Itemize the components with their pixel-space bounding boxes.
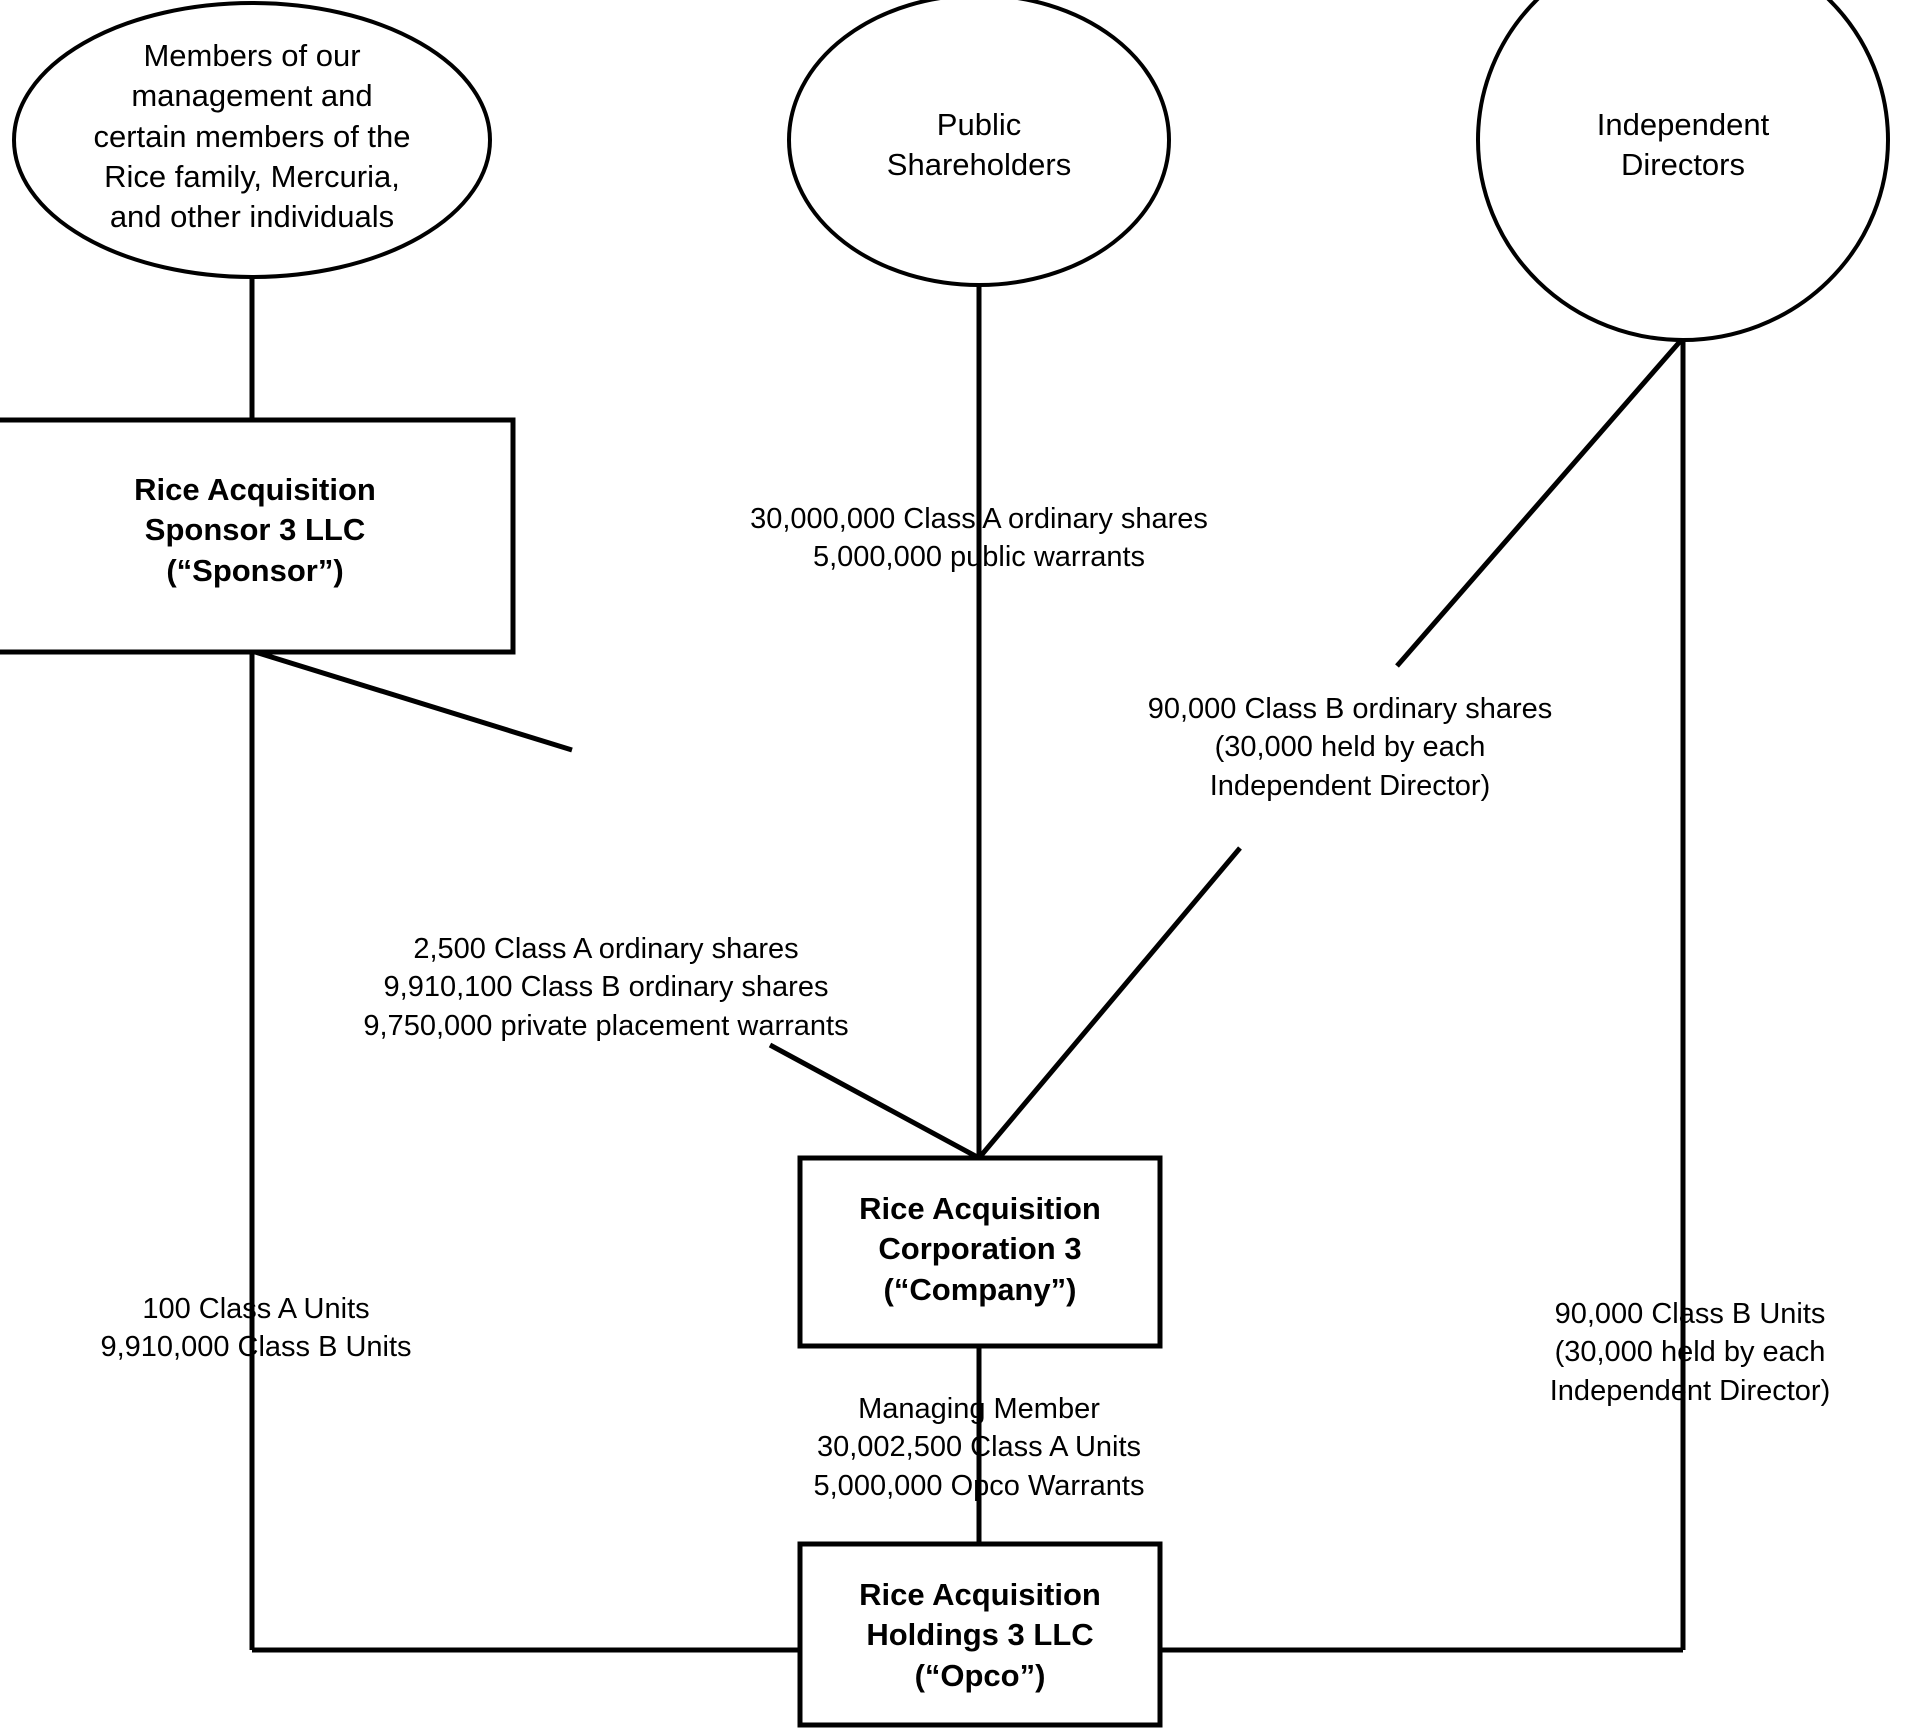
edge-directors-to-company-diagonal-lower [977,846,1242,1160]
node-sponsor-box [0,417,516,655]
node-management-members-ellipse [12,1,492,279]
edge-directors-to-company-diagonal [1395,336,1685,668]
node-opco-box [797,1541,1163,1728]
edge-sponsor-to-company-upper [251,648,573,753]
node-company-box [797,1155,1163,1349]
node-public-shareholders-ellipse [787,0,1171,287]
node-independent-directors-ellipse [1476,0,1890,342]
edge-sponsor-to-company-lower [768,1042,981,1161]
